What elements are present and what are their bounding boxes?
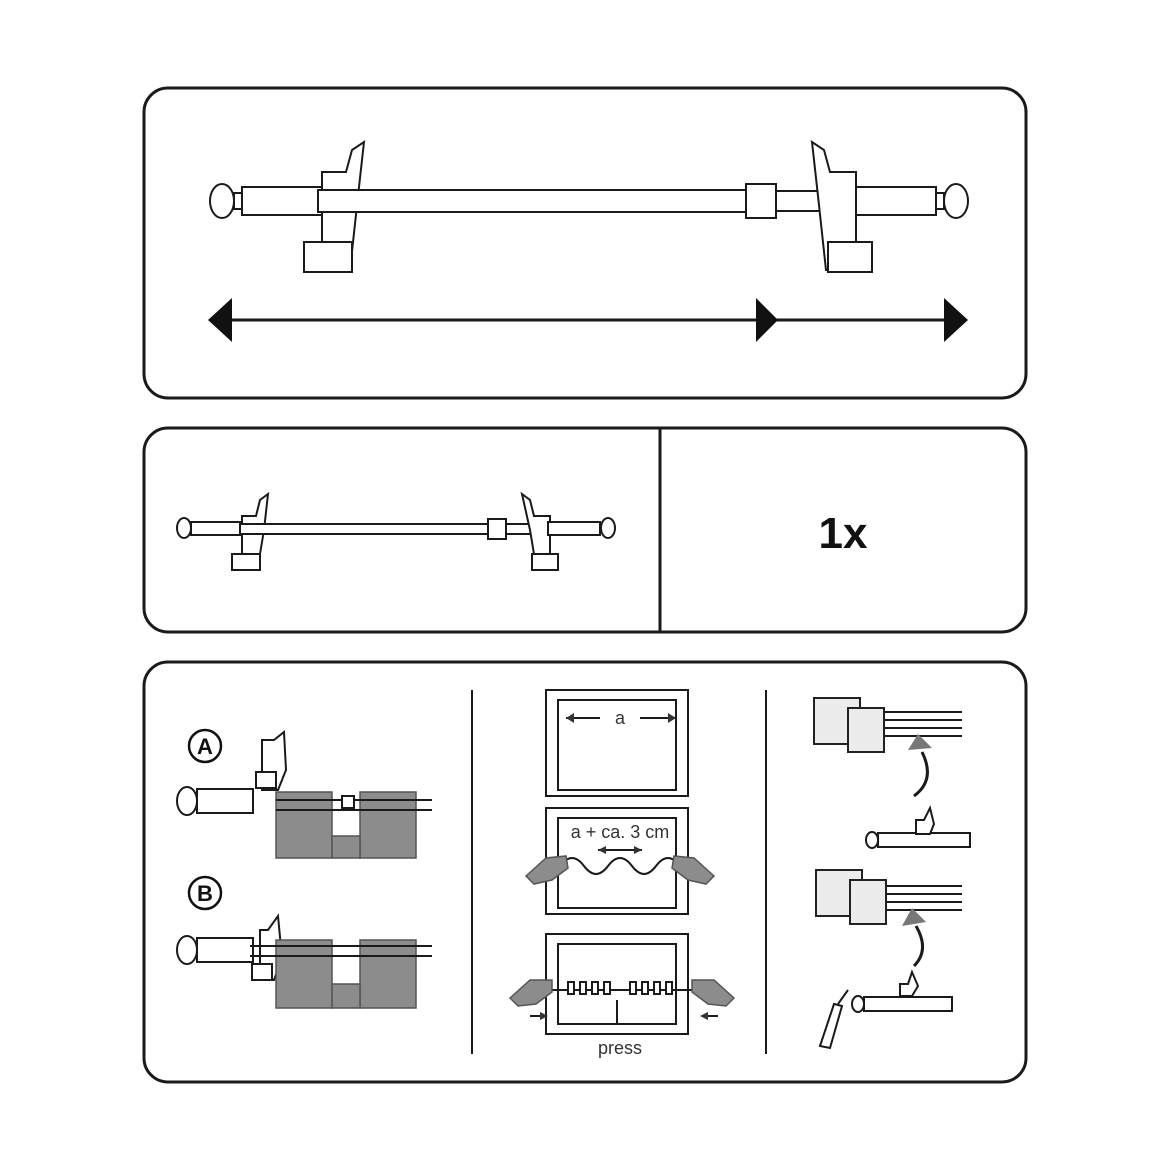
option-a: A: [176, 728, 432, 859]
press-step: press: [508, 933, 736, 1058]
product-panel: [142, 86, 1028, 400]
option-b-badge: B: [197, 881, 213, 906]
quantity-label: 1x: [819, 509, 868, 558]
stretch-label: a + ca. 3 cm: [571, 822, 670, 842]
option-b: B: [176, 875, 432, 1009]
mounting-step-1: [813, 697, 971, 849]
stretch-step: a + ca. 3 cm: [524, 807, 716, 915]
contents-panel: 1x: [142, 426, 1028, 634]
measure-step: a: [545, 689, 689, 797]
measure-label: a: [615, 708, 626, 728]
instructions-panel: A B: [142, 660, 1028, 1084]
rod-with-bracket-1: [865, 805, 971, 849]
press-label: press: [598, 1038, 642, 1058]
mounting-step-2: [815, 869, 962, 1050]
extension-arrow: [208, 298, 968, 342]
curtain-rings: [567, 981, 673, 995]
curtain-rod-small: [176, 491, 616, 571]
curtain-rod-large: [209, 139, 969, 273]
rod-with-bracket-2: [851, 969, 953, 1013]
screwdriver-icon: [818, 989, 849, 1050]
option-a-badge: A: [197, 734, 213, 759]
